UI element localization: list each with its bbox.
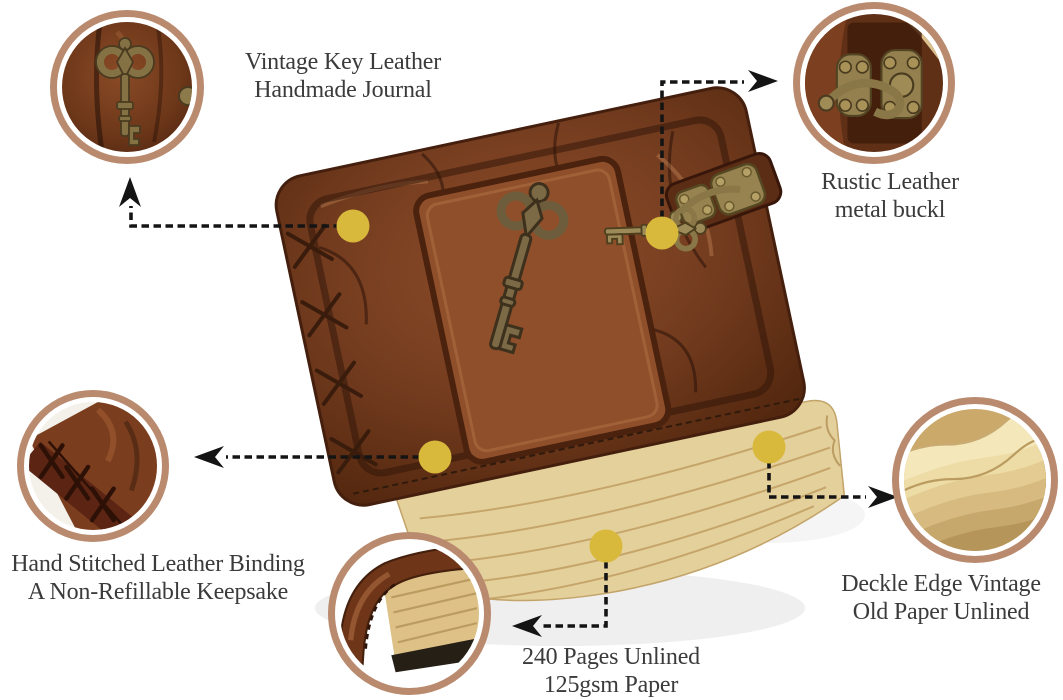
vintage-key-thumb <box>62 22 192 152</box>
brass-swing-clasp-icon <box>805 14 943 152</box>
label-deckle-edge: Deckle Edge Vintage Old Paper Unlined <box>841 570 1041 626</box>
connector-page-count <box>542 561 608 628</box>
label-line: Handmade Journal <box>254 77 432 103</box>
page-count-thumb <box>340 544 479 683</box>
label-metal-buckle: Rustic Leather metal buckl <box>821 168 959 224</box>
callout-connectors <box>129 80 866 628</box>
label-line: metal buckl <box>834 197 946 223</box>
connector-arrowheads <box>119 70 898 637</box>
label-vintage-key: Vintage Key Leather Handmade Journal <box>245 48 441 104</box>
stitched-leather-spine-icon <box>29 402 157 530</box>
key-emblem-icon <box>489 182 569 355</box>
brass-key-on-leather-icon <box>62 22 192 152</box>
label-page-count: 240 Pages Unlined 125gsm Paper <box>522 643 700 699</box>
anchor-dot-vintage-key <box>336 209 370 243</box>
deckle-edge-thumb <box>904 409 1046 551</box>
label-line: Old Paper Unlined <box>852 599 1030 625</box>
connector-deckle-edge <box>767 461 866 499</box>
connector-vintage-key <box>129 206 341 228</box>
anchor-dot-hand-stitched <box>418 440 452 474</box>
arrow-up-icon <box>119 177 141 207</box>
leather-journal-photo <box>274 86 846 604</box>
edge-stitching <box>352 397 800 495</box>
callout-hand-stitched <box>17 390 169 542</box>
label-line: Vintage Key Leather <box>245 49 441 75</box>
label-line: Rustic Leather <box>821 169 959 195</box>
label-line: Deckle Edge Vintage <box>841 571 1041 597</box>
callout-page-count <box>328 532 491 695</box>
anchor-dot-page-count <box>589 529 623 563</box>
spine-lacing <box>285 223 378 475</box>
anchor-dot-metal-buckle <box>645 216 679 250</box>
label-line: A Non-Refillable Keepsake <box>27 579 289 605</box>
label-line: 240 Pages Unlined <box>522 644 700 670</box>
arrow-right-icon <box>868 486 898 508</box>
arrow-right-icon <box>748 70 778 92</box>
connector-metal-buckle <box>660 80 744 218</box>
journal-corner-pages-icon <box>340 544 479 683</box>
metal-buckle-thumb <box>805 14 943 152</box>
arrow-left-icon <box>512 615 542 637</box>
callout-deckle-edge <box>892 397 1058 563</box>
callout-metal-buckle <box>793 2 955 164</box>
anchor-dot-deckle-edge <box>752 430 786 464</box>
feature-anchor-dots <box>336 209 786 563</box>
callout-vintage-key <box>50 10 204 164</box>
label-hand-stitched: Hand Stitched Leather Binding A Non-Refi… <box>11 550 305 606</box>
deckle-edge-paper-stack-icon <box>904 409 1046 551</box>
arrow-left-icon <box>194 446 224 468</box>
label-line: 125gsm Paper <box>543 672 679 698</box>
hand-stitched-thumb <box>29 402 157 530</box>
label-line: Hand Stitched Leather Binding <box>11 551 305 577</box>
